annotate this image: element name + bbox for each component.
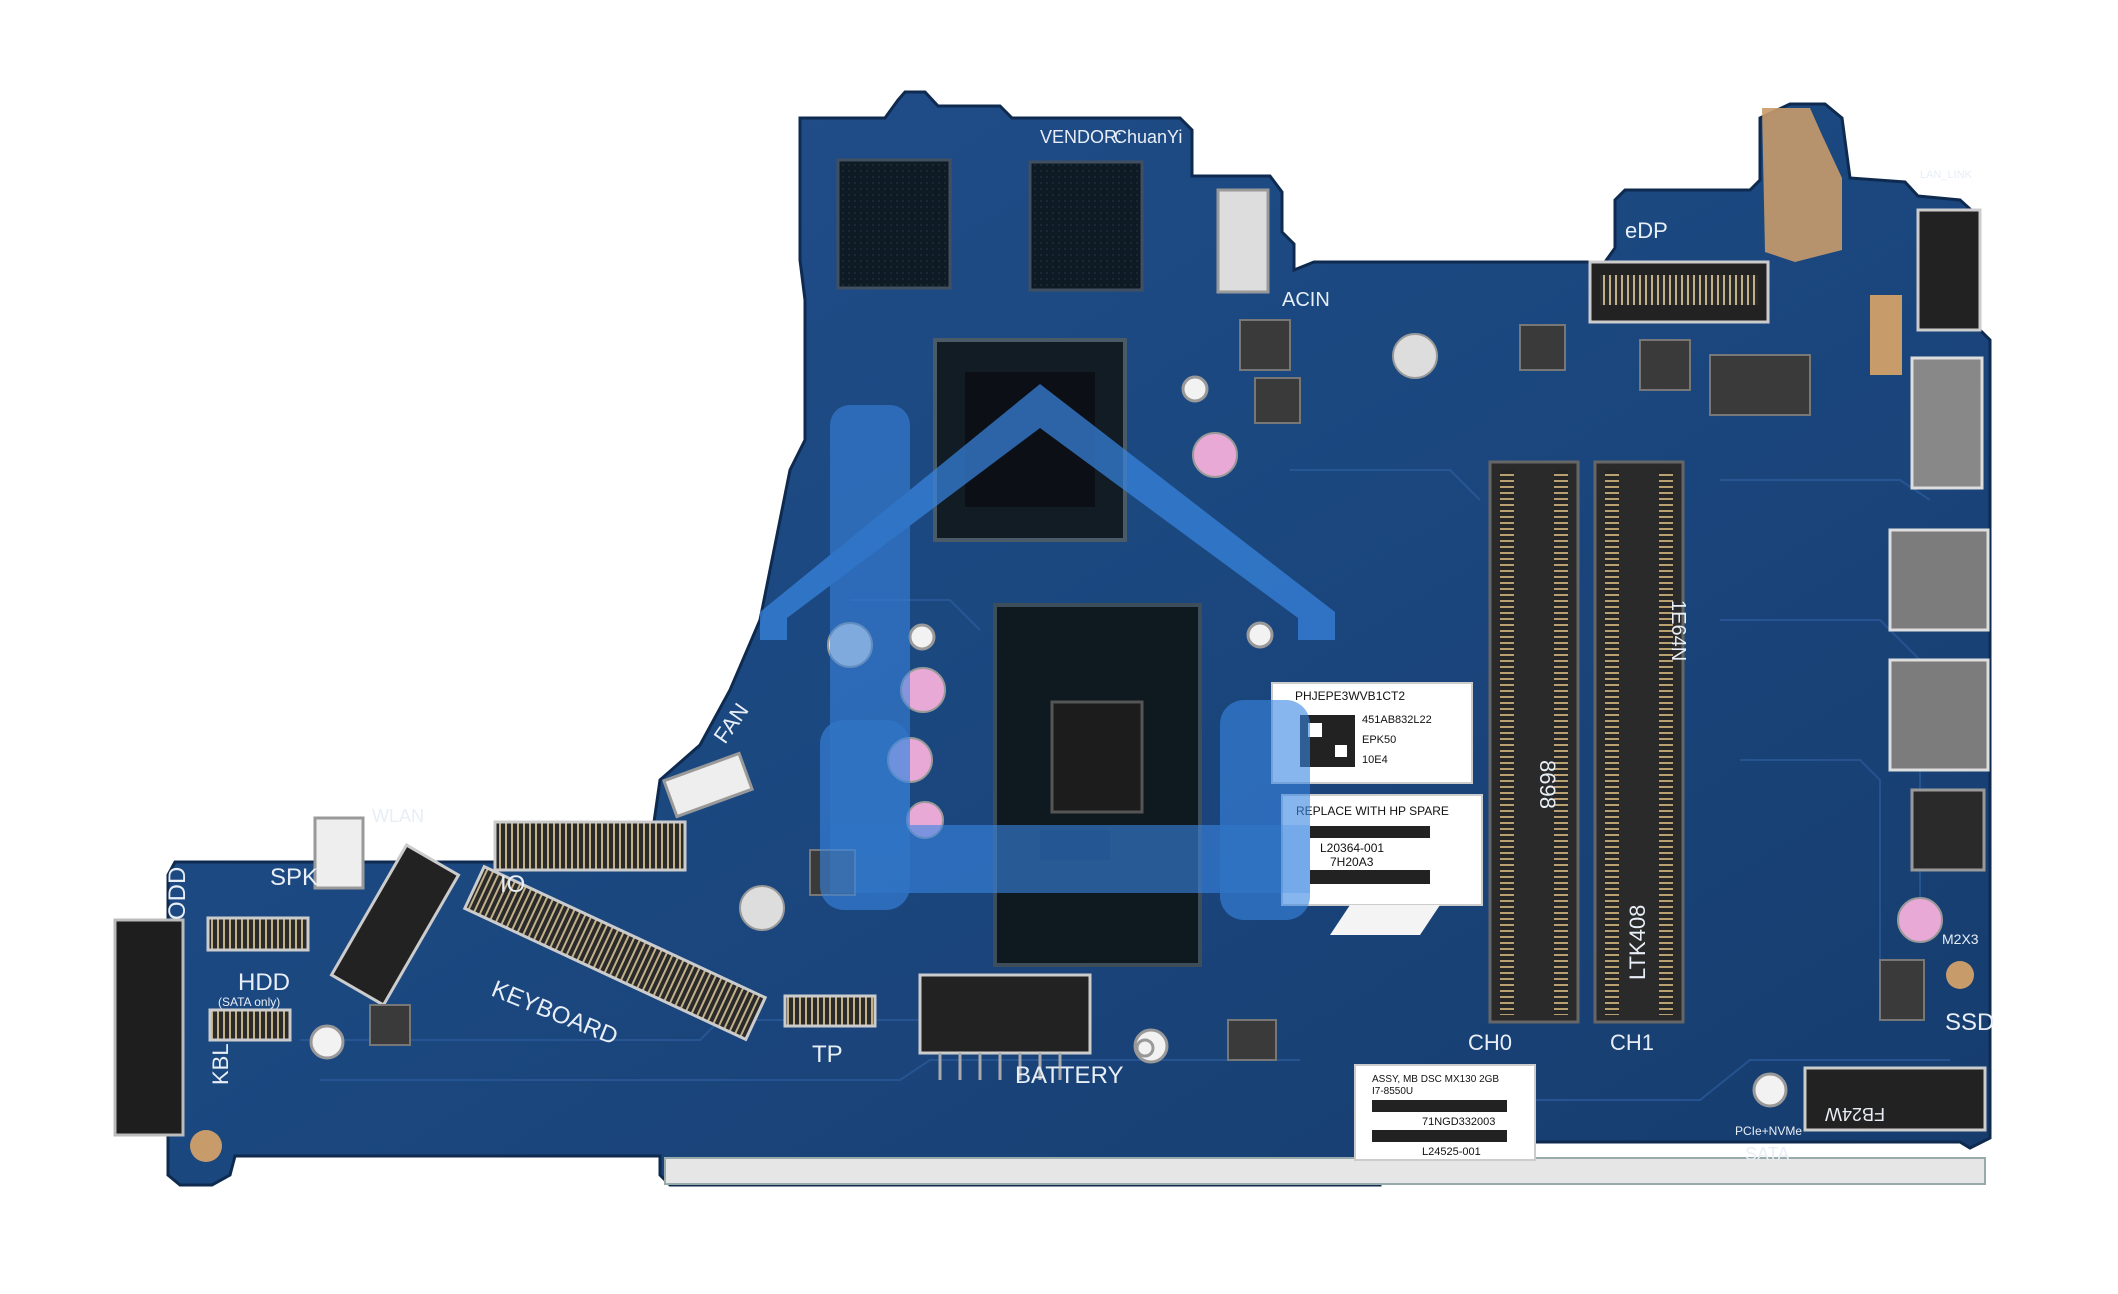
ram-slot-ch0: 8698 [1488,460,1580,1024]
barcode [1372,1130,1507,1142]
svg-text:PCIe+NVMe: PCIe+NVMe [1735,1124,1802,1138]
ssd-slot [1803,1066,1987,1132]
usb-a-port-1 [1888,528,1990,632]
svg-text:ODD: ODD [164,867,191,920]
svg-text:eDP: eDP [1625,218,1668,243]
svg-text:I7-8550U: I7-8550U [1372,1086,1413,1097]
io-connector [493,820,687,872]
svg-text:HDD: HDD [238,969,290,996]
battery-pins [938,1053,1062,1080]
svg-text:ACIN: ACIN [1282,289,1330,311]
svg-text:KBL: KBL [208,1043,233,1085]
svg-text:7H20A3: 7H20A3 [1330,855,1374,869]
ground-pad-right [1946,961,1974,989]
svg-text:PHJEPE3WVB1CT2: PHJEPE3WVB1CT2 [1295,689,1405,703]
acin-connector [1216,188,1270,294]
barcode [1372,1100,1507,1112]
svg-text:ASSY, MB DSC MX130 2GB: ASSY, MB DSC MX130 2GB [1372,1074,1499,1085]
sticker-tab [1330,905,1440,935]
ground-pad [190,1130,222,1162]
svg-text:IO: IO [500,871,525,898]
svg-text:BATTERY: BATTERY [1015,1062,1123,1089]
kbl-connector [208,1008,292,1042]
vram-chip-right [1028,160,1144,292]
cpu-die [1050,700,1144,814]
assy-sticker: ASSY, MB DSC MX130 2GB I7-8550U 71NGD332… [1354,1064,1536,1161]
odd-connector [113,918,185,1137]
audio-jack [1910,788,1986,872]
svg-text:EPK50: EPK50 [1362,734,1396,746]
svg-text:SATA: SATA [1745,1144,1789,1164]
svg-text:ChuanYi: ChuanYi [1114,127,1182,147]
svg-text:451AB832L22: 451AB832L22 [1362,714,1432,726]
svg-text:SSD: SSD [1945,1009,1994,1036]
edge-rail [664,1157,1986,1185]
spare-sticker: REPLACE WITH HP SPARE L20364-001 7H20A3 [1281,794,1483,906]
battery-connector [918,973,1092,1055]
svg-text:CH1: CH1 [1610,1030,1654,1055]
keyboard-connector [462,864,768,1042]
wlan-slot [329,842,461,1008]
edp-pins [1600,275,1758,305]
lan-port [1916,208,1982,332]
speaker-connector [313,816,365,890]
svg-text:TP: TP [812,1041,843,1068]
copper-pad-top [1762,108,1842,262]
svg-text:WLAN: WLAN [372,806,424,826]
svg-text:L20364-001: L20364-001 [1320,841,1384,855]
svg-text:(SATA only): (SATA only) [218,995,280,1009]
barcode [1310,870,1430,884]
svg-text:VENDOR:: VENDOR: [1040,127,1122,147]
usb-c-port [1910,356,1984,490]
mounting-holes [309,375,1788,1108]
svg-text:71NGD332003: 71NGD332003 [1422,1116,1495,1128]
svg-text:8698: 8698 [1535,760,1560,809]
tp-connector [783,994,877,1028]
svg-text:L24525-001: L24525-001 [1422,1146,1481,1158]
svg-text:LAN_LINK: LAN_LINK [1920,169,1973,181]
svg-text:1E64N: 1E64N [1667,600,1689,661]
ram-slot-ch1: LTK408 1E64N [1593,460,1689,1024]
svg-text:CH0: CH0 [1468,1030,1512,1055]
svg-text:LTK408: LTK408 [1625,905,1650,980]
fan-connector [661,751,755,819]
hdd-connector [206,916,310,952]
svg-text:10E4: 10E4 [1362,754,1388,766]
svg-text:FB24W: FB24W [1825,1104,1885,1124]
usb-a-port-2 [1888,658,1990,772]
house-logo-watermark [760,384,1335,920]
copper-pad-side [1870,295,1902,375]
svg-text:SPK: SPK [270,864,318,891]
svg-text:M2X3: M2X3 [1942,931,1979,947]
svg-text:REPLACE WITH HP SPARE: REPLACE WITH HP SPARE [1296,804,1449,818]
barcode [1310,826,1430,838]
vram-chip-left [836,158,952,290]
